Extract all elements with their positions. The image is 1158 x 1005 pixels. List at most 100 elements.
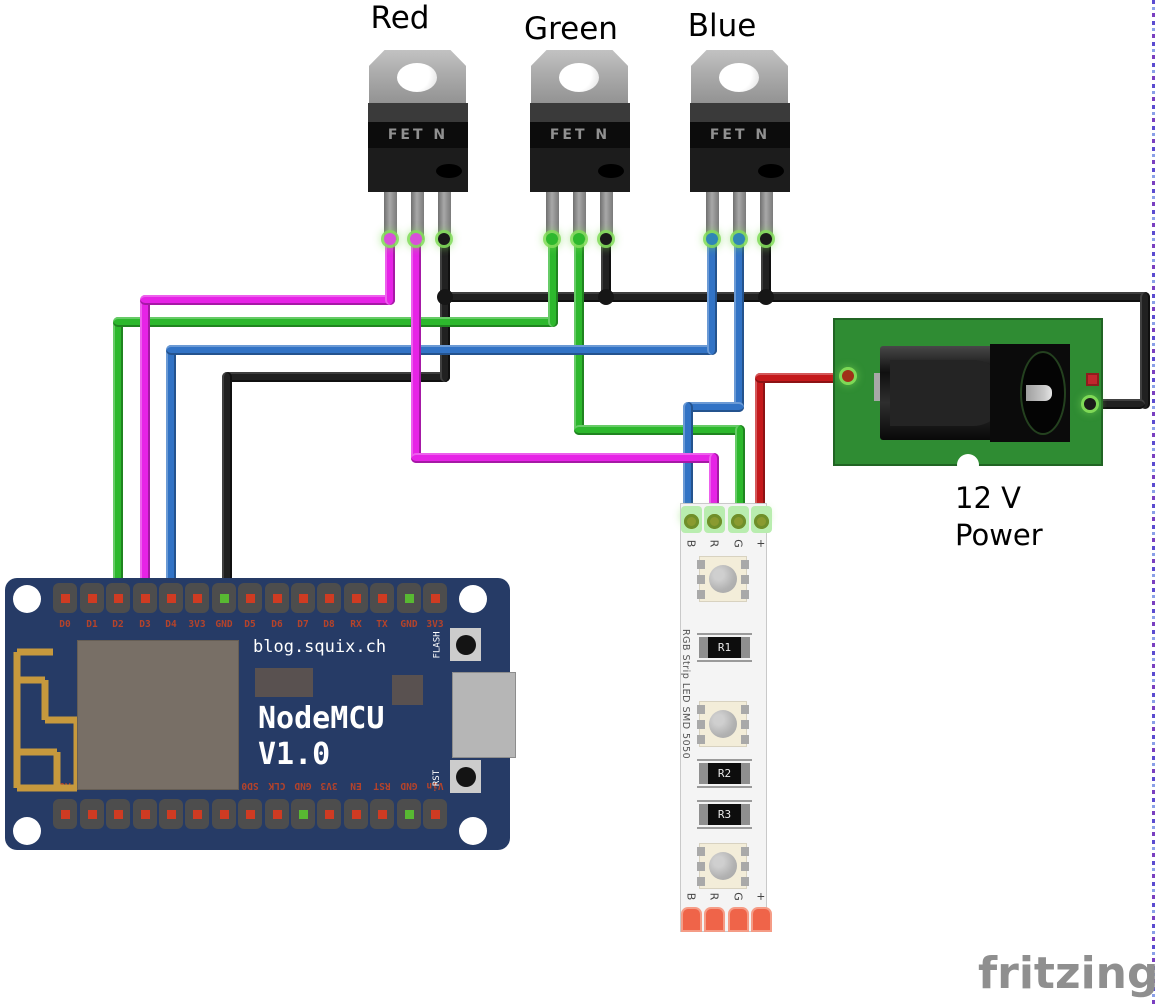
wire-blue-drain-v[interactable] bbox=[734, 233, 744, 412]
power-label-line2: Power bbox=[955, 518, 1043, 552]
flash-button[interactable] bbox=[450, 628, 481, 661]
wire-junction bbox=[598, 289, 614, 305]
brand-text: blog.squix.ch bbox=[253, 637, 387, 657]
strip-label-b: B bbox=[684, 539, 698, 548]
strip-label-r: R bbox=[707, 539, 721, 548]
wire-magenta-drain-h[interactable] bbox=[411, 453, 719, 463]
fet-marking: FET N bbox=[530, 122, 630, 148]
wire-cap bbox=[384, 233, 396, 245]
strip-pad-plus-bottom[interactable] bbox=[751, 907, 772, 932]
strip-pad-b-top[interactable] bbox=[681, 506, 702, 533]
strip-label-plus-bottom: + bbox=[754, 891, 768, 902]
wire-red-h[interactable] bbox=[755, 373, 850, 383]
fet-source-leg bbox=[438, 192, 451, 240]
fet-green[interactable]: FET N bbox=[530, 0, 630, 240]
wire-magenta-d3-h[interactable] bbox=[140, 295, 395, 305]
wire-green-drain-h[interactable] bbox=[574, 425, 745, 435]
wire-cap bbox=[842, 370, 854, 382]
wire-green-d2-h[interactable] bbox=[113, 317, 558, 327]
label-blue: Blue bbox=[687, 8, 757, 44]
usb-connector bbox=[452, 672, 516, 758]
strip-pad-r-top[interactable] bbox=[704, 506, 725, 533]
fet-source-leg bbox=[600, 192, 613, 240]
strip-pad-plus-top[interactable] bbox=[751, 506, 772, 533]
strip-pad-g-top[interactable] bbox=[728, 506, 749, 533]
fritzing-logo: fritzing bbox=[978, 948, 1158, 999]
wire-cap bbox=[760, 233, 772, 245]
wire-black-greenfet-source[interactable] bbox=[601, 233, 611, 302]
power-led bbox=[1086, 373, 1099, 386]
wire-black-bluefet-source[interactable] bbox=[761, 233, 771, 302]
mounting-hole bbox=[13, 817, 41, 845]
resistor-r2: R2 bbox=[697, 759, 752, 788]
wire-blue-d4-h[interactable] bbox=[166, 345, 717, 355]
strip-label-g-bottom: G bbox=[731, 892, 745, 901]
strip-pad-r-bottom[interactable] bbox=[704, 907, 725, 932]
fet-marking: FET N bbox=[690, 122, 790, 148]
page-boundary-dashes bbox=[1152, 0, 1155, 1005]
fet-gate-leg bbox=[706, 192, 719, 240]
strip-label-g: G bbox=[731, 539, 745, 548]
strip-label-b-bottom: B bbox=[684, 892, 698, 901]
barrel-jack-cavity bbox=[890, 360, 1006, 426]
fet-mounting-hole bbox=[397, 63, 437, 92]
fet-blue[interactable]: FET N bbox=[690, 0, 790, 240]
power-label-line1: 12 V bbox=[955, 481, 1021, 515]
fet-body: FET N bbox=[690, 103, 790, 192]
wire-blue-drain-h[interactable] bbox=[683, 402, 744, 412]
fet-drain-leg bbox=[733, 192, 746, 240]
wire-green-gate-v[interactable] bbox=[548, 233, 558, 327]
fet-body: FET N bbox=[530, 103, 630, 192]
fet-gate-leg bbox=[546, 192, 559, 240]
flash-label: FLASH bbox=[432, 631, 443, 659]
power-label: 12 V Power bbox=[955, 480, 1043, 554]
led-lens bbox=[709, 852, 737, 880]
wire-black-gnd-v[interactable] bbox=[222, 372, 232, 604]
wire-magenta-gate-v[interactable] bbox=[385, 233, 395, 305]
strip-pad-b-bottom[interactable] bbox=[681, 907, 702, 932]
power-jack-board[interactable] bbox=[833, 318, 1103, 476]
fet-source-leg bbox=[760, 192, 773, 240]
wire-green-drain-v[interactable] bbox=[574, 233, 584, 435]
mounting-hole bbox=[13, 585, 41, 613]
model-text: NodeMCU bbox=[258, 701, 385, 736]
wire-magenta-drain-v[interactable] bbox=[411, 233, 421, 463]
wire-magenta-d3-v[interactable] bbox=[140, 295, 150, 604]
wire-cap bbox=[733, 233, 745, 245]
wire-black-redfet-source[interactable] bbox=[440, 233, 450, 382]
wire-green-d2-v[interactable] bbox=[113, 317, 123, 604]
fet-red[interactable]: FET N bbox=[368, 0, 468, 240]
wire-cap bbox=[546, 233, 558, 245]
mounting-hole bbox=[459, 585, 487, 613]
label-green: Green bbox=[524, 11, 618, 47]
wire-junction bbox=[437, 289, 453, 305]
rst-button[interactable] bbox=[450, 760, 481, 793]
wire-black-bus[interactable] bbox=[440, 292, 1150, 302]
wire-black-gnd-h[interactable] bbox=[222, 372, 450, 382]
strip-side-label: RGB Strip LED SMD 5050 bbox=[680, 629, 691, 760]
rst-button-cap bbox=[455, 766, 476, 787]
wire-green-strip-v[interactable] bbox=[735, 425, 745, 518]
fet-mounting-hole bbox=[719, 63, 759, 92]
smd-led bbox=[697, 843, 749, 889]
wire-blue-d4-v[interactable] bbox=[166, 345, 176, 604]
barrel-center-pin bbox=[1026, 385, 1052, 401]
fet-mounting-hole bbox=[559, 63, 599, 92]
rgb-led-strip[interactable]: B R G + RGB Strip LED SMD 5050 R1 R2 R3 bbox=[680, 503, 772, 932]
chip-component bbox=[392, 675, 423, 705]
wire-black-jack-gnd[interactable] bbox=[1088, 399, 1145, 409]
fet-drain-leg bbox=[411, 192, 424, 240]
wire-blue-gate-v[interactable] bbox=[707, 233, 717, 355]
wire-red-v[interactable] bbox=[755, 373, 765, 518]
flash-button-cap bbox=[455, 634, 476, 655]
wire-black-right-v[interactable] bbox=[1140, 292, 1150, 409]
fet-marking: FET N bbox=[368, 122, 468, 148]
nodemcu-board[interactable]: D0 D1 D2 D3 D4 3V3 GND D5 D6 D7 D8 RX TX… bbox=[5, 578, 516, 850]
wire-magenta-strip-v[interactable] bbox=[709, 453, 719, 518]
wire-cap bbox=[573, 233, 585, 245]
strip-pad-g-bottom[interactable] bbox=[728, 907, 749, 932]
strip-label-r-bottom: R bbox=[707, 892, 721, 901]
smd-led bbox=[697, 556, 749, 602]
fet-drain-leg bbox=[573, 192, 586, 240]
